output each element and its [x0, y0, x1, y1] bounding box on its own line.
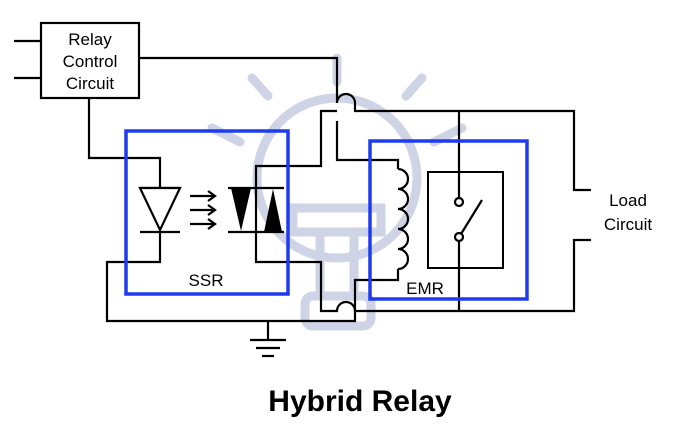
triac-icon — [228, 186, 284, 234]
light-arrows-icon — [190, 190, 217, 230]
relay-control-circuit-block: Relay Control Circuit — [39, 21, 141, 100]
control-circuit-label-line1: Relay — [68, 30, 112, 49]
emr-module-outline — [368, 139, 529, 301]
load-circuit-label-line2: Circuit — [604, 215, 652, 234]
ssr-module-outline — [124, 129, 290, 296]
led-icon — [138, 186, 182, 234]
emr-label: EMR — [406, 279, 444, 298]
emr-switch-icon — [427, 171, 504, 269]
control-circuit-label-line2: Control — [63, 52, 118, 71]
ssr-label: SSR — [189, 271, 224, 290]
ground-icon — [250, 338, 286, 358]
diagram-title: Hybrid Relay — [268, 385, 452, 418]
control-circuit-label-line3: Circuit — [66, 74, 114, 93]
load-circuit-label-line1: Load — [609, 191, 647, 210]
emr-coil-icon — [397, 167, 410, 271]
